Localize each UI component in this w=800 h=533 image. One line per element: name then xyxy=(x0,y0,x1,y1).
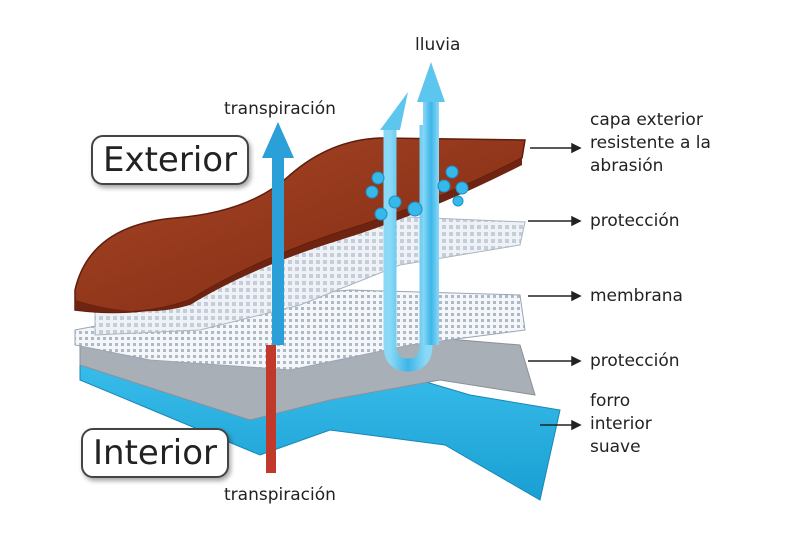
rain-label: lluvia xyxy=(415,35,461,55)
layer-label-lining: forro interior suave xyxy=(590,390,652,459)
layer-label-line: suave xyxy=(590,437,641,457)
layer-label-outer: capa exterior resistente a la abrasión xyxy=(590,109,711,178)
layer-label-line: resistente a la xyxy=(590,133,711,153)
transpiration-bottom-label: transpiración xyxy=(224,485,336,505)
layer-label-line: interior xyxy=(590,414,652,434)
rain-arrow-up xyxy=(417,62,445,345)
pointer-lines xyxy=(528,142,582,431)
transpiration-stem-lower xyxy=(266,345,276,473)
transpiration-arrow-up xyxy=(262,122,294,345)
layer-label-line: protección xyxy=(590,211,680,231)
layer-label-line: capa exterior xyxy=(590,110,703,130)
rain-arrow-down xyxy=(380,92,433,372)
water-droplets xyxy=(365,165,469,221)
outer-shell-layer xyxy=(74,137,526,314)
transpiration-top-label: transpiración xyxy=(224,99,336,119)
interior-label: Interior xyxy=(81,428,230,478)
layer-label-line: membrana xyxy=(590,286,683,306)
layer-label-line: protección xyxy=(590,351,680,371)
layer-label-line: abrasión xyxy=(590,156,664,176)
layer-label-membrane: membrana xyxy=(590,285,683,308)
layer-label-line: forro xyxy=(590,391,631,411)
layer-label-protection-top: protección xyxy=(590,210,680,233)
layer-label-protection-bottom: protección xyxy=(590,350,680,373)
exterior-label: Exterior xyxy=(91,135,250,185)
